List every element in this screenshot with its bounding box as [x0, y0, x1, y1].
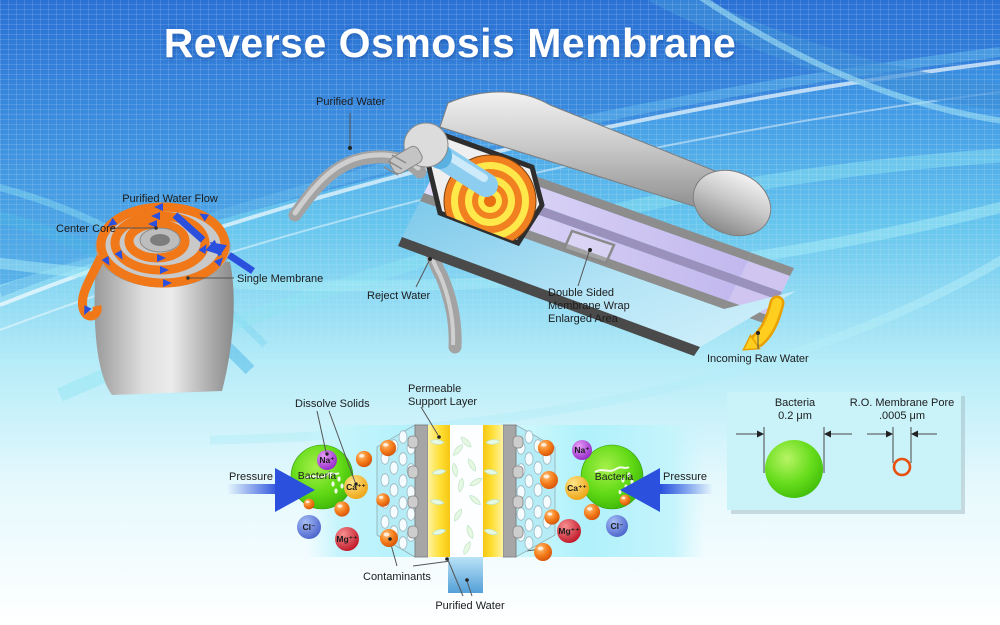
panel-background [727, 392, 961, 510]
comparison-bacteria-label: Bacteria [775, 397, 816, 409]
ion-ca-left-label: Ca⁺⁺ [346, 482, 366, 492]
dissolve-solids-label: Dissolve Solids [295, 398, 370, 410]
pressure-arrow-left [227, 468, 315, 512]
incoming-raw-water-arrow [742, 295, 785, 351]
spiral-membrane-diagram: Purified Water Flow Center Core Single M… [56, 193, 323, 395]
wrap-dot [588, 248, 592, 252]
ion-na-left-label: Na⁺ [319, 455, 334, 465]
ion-mg-right [557, 519, 581, 543]
comparison-bacteria-size: 0.2 μm [778, 410, 812, 422]
bacteria-left-label: Bacteria [298, 470, 337, 482]
pressure-left-label: Pressure [229, 471, 273, 483]
ion-ca-left [344, 475, 368, 499]
reject-water-leader [415, 260, 430, 288]
comparison-pore-label: R.O. Membrane Pore [850, 397, 955, 409]
support-leader [420, 406, 439, 436]
reject-water-label: Reject Water [367, 290, 431, 302]
ion-na-right [572, 440, 592, 460]
membrane-pore-circle [892, 457, 912, 477]
size-comparison-panel: Bacteria 0.2 μm R.O. Membrane Pore .0005… [727, 392, 965, 514]
ion-mg-left [335, 527, 359, 551]
permeable-support-label: Permeable Support Layer [408, 383, 477, 408]
ion-ca-right [565, 476, 589, 500]
dissolve-leader-2 [328, 410, 356, 483]
port-fitting [383, 122, 449, 176]
membrane-cross-section: Bacteria Na⁺ Ca⁺⁺ Cl⁻ Mg⁺⁺ Bacteria N [227, 383, 713, 612]
ion-mg-left-label: Mg⁺⁺ [336, 534, 357, 544]
ion-cl-left [297, 515, 321, 539]
center-core-dot [154, 226, 158, 230]
membrane-plates [407, 424, 524, 558]
inflow-arrows [172, 212, 255, 274]
pressure-right-label: Pressure [663, 471, 707, 483]
purified-channel [450, 425, 483, 557]
reject-water-dot [428, 257, 432, 261]
comparison-pore-size: .0005 μm [879, 410, 925, 422]
ro-cartridge-diagram: Purified Water Reject Water Double Sided… [288, 91, 809, 365]
ion-mg-right-label: Mg⁺⁺ [558, 526, 579, 536]
purified-water-dot [348, 146, 352, 150]
dissolve-leader-1 [316, 410, 327, 453]
purified-water-label: Purified Water [316, 96, 386, 108]
bacteria-dimension-lines [736, 427, 852, 473]
pressure-arrow-right [620, 468, 713, 512]
wrap-leader [577, 251, 590, 287]
topright-band [649, 0, 1000, 110]
bacteria-right-label: Bacteria [595, 471, 634, 483]
purified-leader-1 [447, 559, 464, 597]
ion-cl-right [606, 515, 628, 537]
purified-leader-2 [466, 580, 473, 597]
incoming-dot [756, 331, 760, 335]
purified-water-flow-label: Purified Water Flow [122, 193, 218, 205]
single-membrane-label: Single Membrane [237, 273, 323, 285]
membrane-roll-cylinder [94, 255, 234, 395]
housing-end-cap [692, 169, 772, 237]
ion-ca-right-label: Ca⁺⁺ [567, 483, 587, 493]
purified-water-outlet [448, 557, 483, 593]
ion-na-left [317, 450, 337, 470]
bacteria-sphere [765, 440, 823, 498]
ion-cl-left-label: Cl⁻ [303, 522, 316, 532]
cutaway-face [425, 129, 545, 247]
ion-na-right-label: Na⁺ [574, 445, 589, 455]
incoming-raw-water-label: Incoming Raw Water [707, 353, 809, 365]
center-core-hole [150, 234, 170, 246]
purified-water-bottom-label: Purified Water [435, 600, 505, 612]
contaminants-label: Contaminants [363, 571, 431, 583]
single-membrane-dot [186, 276, 190, 280]
wrap-label: Double Sided Membrane Wrap Enlarged Area [548, 287, 633, 325]
ion-cl-right-label: Cl⁻ [611, 521, 624, 531]
page-title: Reverse Osmosis Membrane [163, 20, 737, 66]
enlarged-area-marker [562, 229, 616, 265]
support-layer-right [483, 425, 503, 557]
feed-right: Bacteria Na⁺ Ca⁺⁺ Cl⁻ Mg⁺⁺ [557, 440, 644, 543]
support-layer-left [428, 425, 450, 557]
topright-line [699, 0, 1000, 124]
center-core-label: Center Core [56, 223, 116, 235]
